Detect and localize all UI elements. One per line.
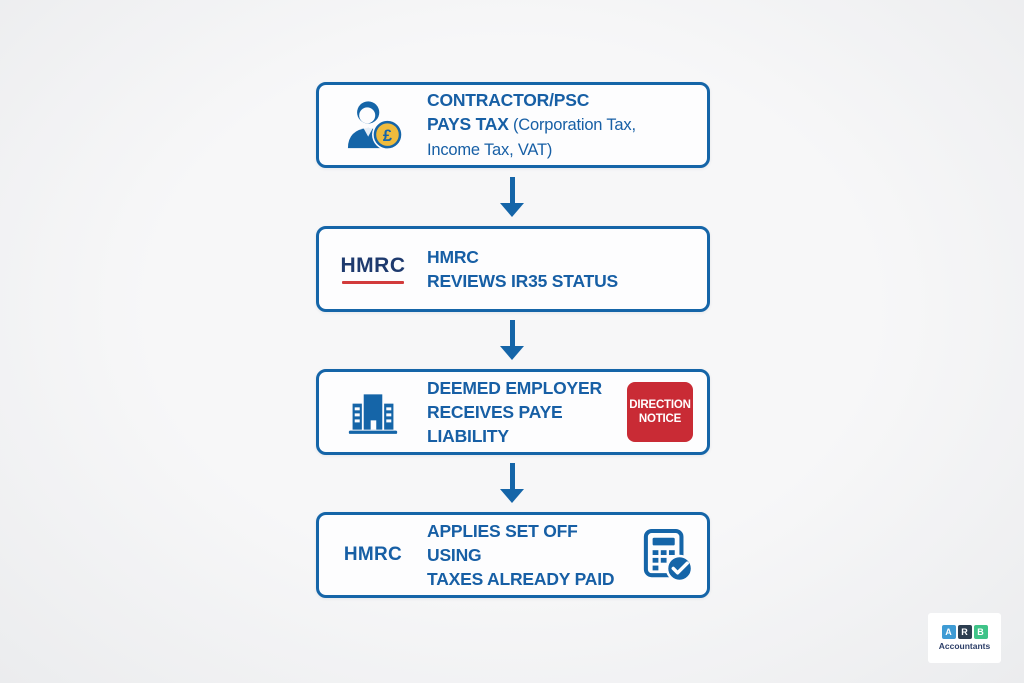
direction-notice-badge: DIRECTION NOTICE [627, 382, 693, 442]
badge-line1: DIRECTION [629, 399, 691, 411]
step1-title: CONTRACTOR/PSC [427, 89, 590, 110]
pound-symbol: £ [383, 127, 392, 145]
step1-subtitle: PAYS TAX [427, 113, 509, 134]
hmrc-label-text: HMRC [343, 544, 403, 565]
step2-subtitle: REVIEWS IR35 STATUS [427, 271, 618, 291]
hmrc-logo-redline [342, 281, 404, 284]
hmrc-label: HMRC [335, 544, 411, 566]
step-hmrc-set-off: HMRC APPLIES SET OFF USING TAXES ALREADY… [316, 512, 710, 598]
step-contractor-pays-tax: £ CONTRACTOR/PSC PAYS TAX (Corporation T… [316, 82, 710, 168]
flow-arrow-down-2 [498, 320, 526, 360]
step3-title: DEEMED EMPLOYER [427, 378, 602, 398]
hmrc-logo: HMRC [335, 254, 411, 284]
step-hmrc-reviews: HMRC HMRC REVIEWS IR35 STATUS [316, 226, 710, 312]
step-deemed-employer: DEEMED EMPLOYER RECEIVES PAYE LIABILITY … [316, 369, 710, 455]
contractor-pound-icon: £ [335, 98, 411, 152]
logo-label: Accountants [938, 641, 991, 651]
flow-arrow-down-3 [498, 463, 526, 503]
badge-line2: NOTICE [638, 413, 682, 425]
step3-subtitle: RECEIVES PAYE LIABILITY [427, 402, 563, 446]
step2-title: HMRC [427, 247, 479, 267]
step1-detail: (Corporation Tax, Income Tax, VAT) [427, 115, 636, 159]
logo-letter-a: A [941, 625, 956, 639]
step4-subtitle: TAXES ALREADY PAID [427, 569, 615, 589]
calculator-check-icon [643, 528, 693, 582]
building-icon [335, 389, 411, 435]
hmrc-logo-text: HMRC [340, 254, 406, 277]
logo-letter-b: B [973, 625, 988, 639]
arb-logo-letters: A R B [941, 625, 988, 639]
logo-letter-r: R [957, 625, 972, 639]
arb-accountants-logo: A R B Accountants [928, 613, 1001, 663]
flow-arrow-down-1 [498, 177, 526, 217]
step4-title: APPLIES SET OFF USING [427, 521, 578, 565]
